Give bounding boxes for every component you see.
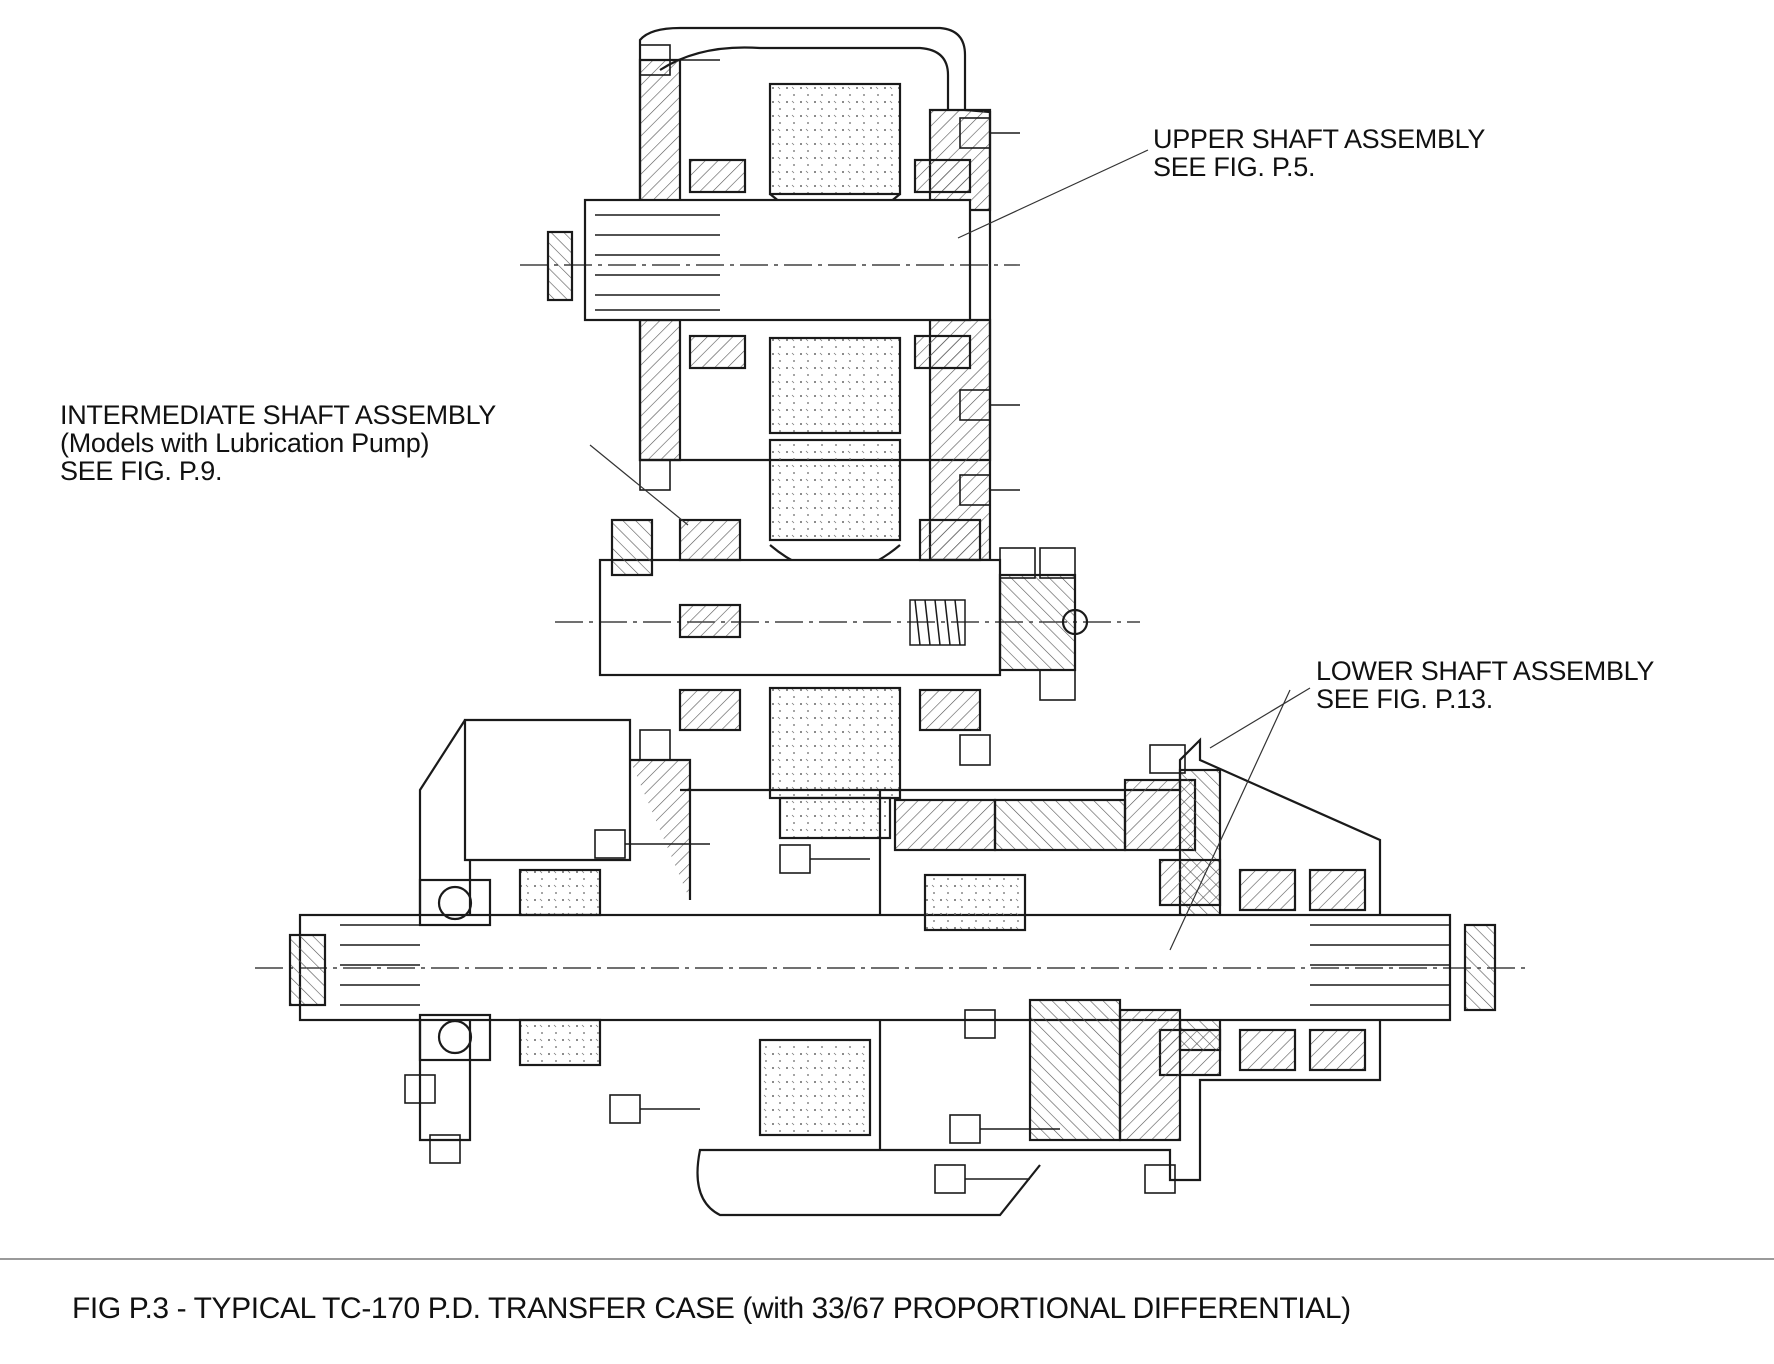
upper-shaft-assembly-label: UPPER SHAFT ASSEMBLY SEE FIG. P.5. — [1153, 125, 1485, 181]
leader-lines — [589, 149, 1311, 951]
lower-shaft-housing — [255, 718, 1525, 1217]
upper-label-line1: UPPER SHAFT ASSEMBLY — [1153, 124, 1486, 154]
intermediate-label-line1: INTERMEDIATE SHAFT ASSEMBLY — [60, 400, 496, 430]
figure-caption: FIG P.3 - TYPICAL TC-170 P.D. TRANSFER C… — [72, 1292, 1351, 1325]
lower-label-line2: SEE FIG. P.13. — [1316, 684, 1493, 714]
lower-leader-line-1 — [1209, 687, 1311, 749]
upper-shaft-housing — [520, 26, 1020, 562]
lower-label-line1: LOWER SHAFT ASSEMBLY — [1316, 656, 1655, 686]
upper-label-line2: SEE FIG. P.5. — [1153, 152, 1316, 182]
intermediate-label-line3: SEE FIG. P.9. — [60, 456, 223, 486]
intermediate-shaft-housing — [555, 336, 1140, 840]
transfer-case-cross-section-drawing — [255, 26, 1525, 1217]
intermediate-label-line2: (Models with Lubrication Pump) — [60, 428, 430, 458]
upper-leader-line — [957, 149, 1149, 239]
caption-divider — [0, 1258, 1774, 1260]
intermediate-leader-line — [589, 444, 689, 526]
lower-leader-line-2 — [1169, 689, 1291, 951]
lower-shaft-assembly-label: LOWER SHAFT ASSEMBLY SEE FIG. P.13. — [1316, 657, 1654, 713]
intermediate-shaft-assembly-label: INTERMEDIATE SHAFT ASSEMBLY (Models with… — [60, 401, 496, 485]
